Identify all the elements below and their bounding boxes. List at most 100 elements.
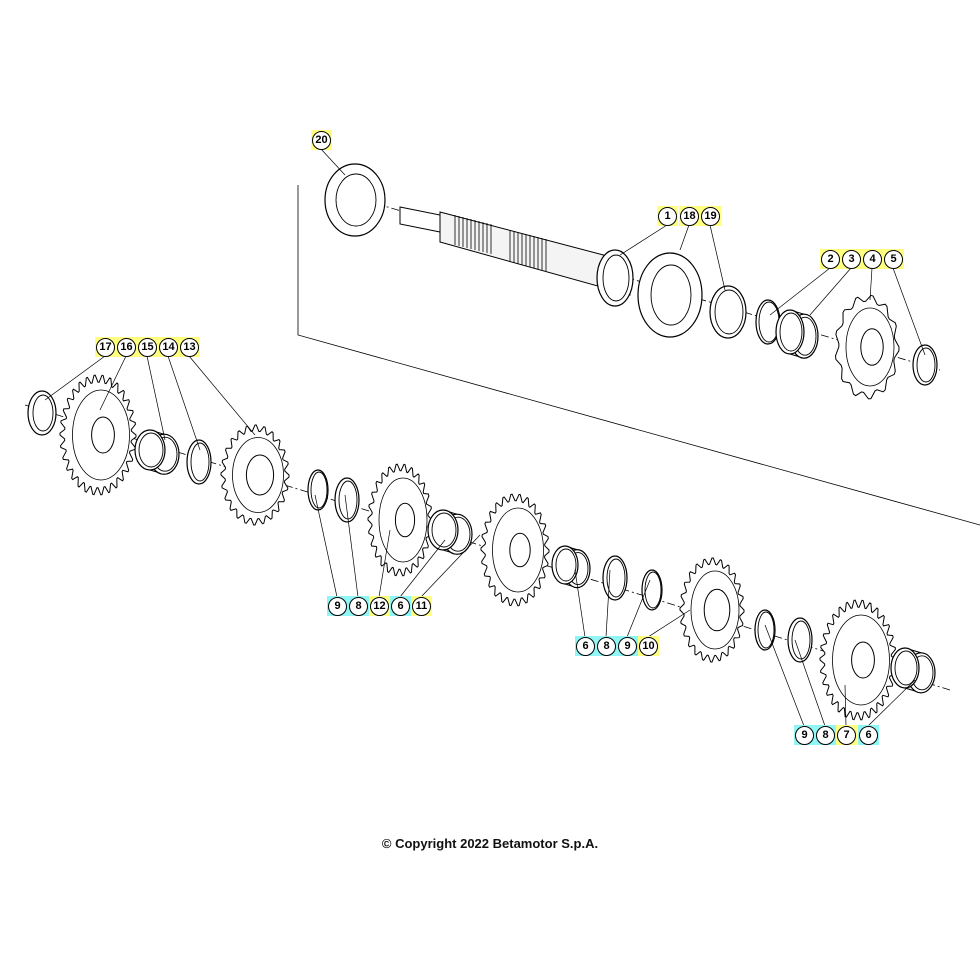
callout-16[interactable]: 16	[116, 337, 137, 357]
shaft-collar-inner	[602, 254, 630, 302]
gear-7-web	[832, 614, 890, 706]
gear-12-bore	[394, 502, 416, 538]
leader-line	[626, 579, 651, 638]
callout-18[interactable]: 18	[679, 206, 700, 226]
leader-line	[769, 267, 831, 316]
callout-12[interactable]: 12	[369, 596, 390, 616]
bushing-6b-end-inner	[555, 548, 577, 582]
washer-17-inner	[32, 394, 54, 432]
callout-number[interactable]: 3	[842, 249, 861, 269]
callout-number[interactable]: 9	[328, 596, 347, 616]
callout-8[interactable]: 8	[348, 596, 369, 616]
bushing-6-end-inner	[431, 512, 457, 548]
bearing-20-inner	[335, 173, 377, 227]
callout-number[interactable]: 8	[816, 725, 835, 745]
callout-8[interactable]: 8	[815, 725, 836, 745]
callout-9[interactable]: 9	[327, 596, 348, 616]
washer-14-inner	[190, 442, 210, 482]
callout-number[interactable]: 14	[159, 337, 178, 357]
callout-8[interactable]: 8	[596, 636, 617, 656]
callout-number[interactable]: 5	[884, 249, 903, 269]
callout-9[interactable]: 9	[794, 725, 815, 745]
callout-3[interactable]: 3	[841, 249, 862, 269]
callout-4[interactable]: 4	[862, 249, 883, 269]
reference-frame-line	[297, 185, 980, 526]
circlip-9b-inner	[644, 571, 662, 609]
callout-number[interactable]: 10	[639, 636, 658, 656]
callout-20[interactable]: 20	[311, 130, 332, 150]
circlip-9-inner	[310, 471, 328, 509]
gear-13-bore	[245, 454, 275, 496]
callout-number[interactable]: 9	[795, 725, 814, 745]
callout-10[interactable]: 10	[638, 636, 659, 656]
callout-number[interactable]: 7	[837, 725, 856, 745]
callout-number[interactable]: 11	[412, 596, 431, 616]
callout-number[interactable]: 17	[96, 337, 115, 357]
circlip-5-inner	[916, 347, 936, 383]
bushing-6c-end-inner	[894, 650, 918, 686]
gear-13-web	[232, 437, 284, 513]
callout-number[interactable]: 13	[180, 337, 199, 357]
callout-1[interactable]: 1	[657, 206, 678, 226]
gear-12-web	[378, 477, 428, 563]
washer-8c-inner	[791, 620, 811, 660]
leader-line	[320, 148, 346, 176]
callout-5[interactable]: 5	[883, 249, 904, 269]
callout-number[interactable]: 6	[859, 725, 878, 745]
callout-number[interactable]: 8	[349, 596, 368, 616]
callout-9[interactable]: 9	[617, 636, 638, 656]
callout-6[interactable]: 6	[575, 636, 596, 656]
callout-number[interactable]: 8	[597, 636, 616, 656]
leader-line	[314, 494, 338, 598]
callout-19[interactable]: 19	[700, 206, 721, 226]
bushing-15-end-inner	[138, 432, 164, 468]
leader-line	[892, 267, 926, 356]
sprocket-4-bore	[860, 328, 884, 366]
sprocket-4-web	[845, 307, 895, 387]
leader-line	[764, 624, 805, 727]
gear-11-bore	[509, 532, 531, 568]
callout-number[interactable]: 4	[863, 249, 882, 269]
callout-15[interactable]: 15	[137, 337, 158, 357]
callout-number[interactable]: 20	[312, 130, 331, 150]
callout-number[interactable]: 16	[117, 337, 136, 357]
callout-7[interactable]: 7	[836, 725, 857, 745]
callout-6[interactable]: 6	[390, 596, 411, 616]
callout-17[interactable]: 17	[95, 337, 116, 357]
callout-11[interactable]: 11	[411, 596, 432, 616]
callout-6[interactable]: 6	[858, 725, 879, 745]
leader-line	[344, 494, 359, 598]
leader-line	[869, 267, 873, 301]
bearing-18-inner	[650, 264, 692, 326]
gear-11-web	[492, 507, 544, 593]
callout-number[interactable]: 12	[370, 596, 389, 616]
leader-line	[420, 534, 481, 598]
callout-13[interactable]: 13	[179, 337, 200, 357]
gear-10-web	[690, 570, 740, 650]
leader-line	[679, 224, 690, 251]
callout-number[interactable]: 15	[138, 337, 157, 357]
leader-line	[709, 224, 726, 291]
copyright-text: © Copyright 2022 Betamotor S.p.A.	[381, 836, 599, 851]
leader-line	[167, 355, 201, 451]
washer-8b-inner	[606, 558, 626, 598]
leader-line	[809, 267, 852, 316]
spacer-3-end-inner	[779, 312, 803, 352]
leader-line	[378, 529, 391, 598]
seal-19-inner	[714, 289, 744, 335]
washer-8-inner	[338, 480, 358, 520]
callout-number[interactable]: 18	[680, 206, 699, 226]
callout-number[interactable]: 1	[658, 206, 677, 226]
shaft-end	[399, 206, 441, 233]
callout-number[interactable]: 6	[576, 636, 595, 656]
callout-number[interactable]: 9	[618, 636, 637, 656]
callout-14[interactable]: 14	[158, 337, 179, 357]
leader-line	[188, 355, 256, 436]
leader-line	[44, 355, 106, 401]
callout-number[interactable]: 2	[821, 249, 840, 269]
callout-number[interactable]: 19	[701, 206, 720, 226]
callout-2[interactable]: 2	[820, 249, 841, 269]
callout-number[interactable]: 6	[391, 596, 410, 616]
gear-10-bore	[703, 588, 731, 632]
